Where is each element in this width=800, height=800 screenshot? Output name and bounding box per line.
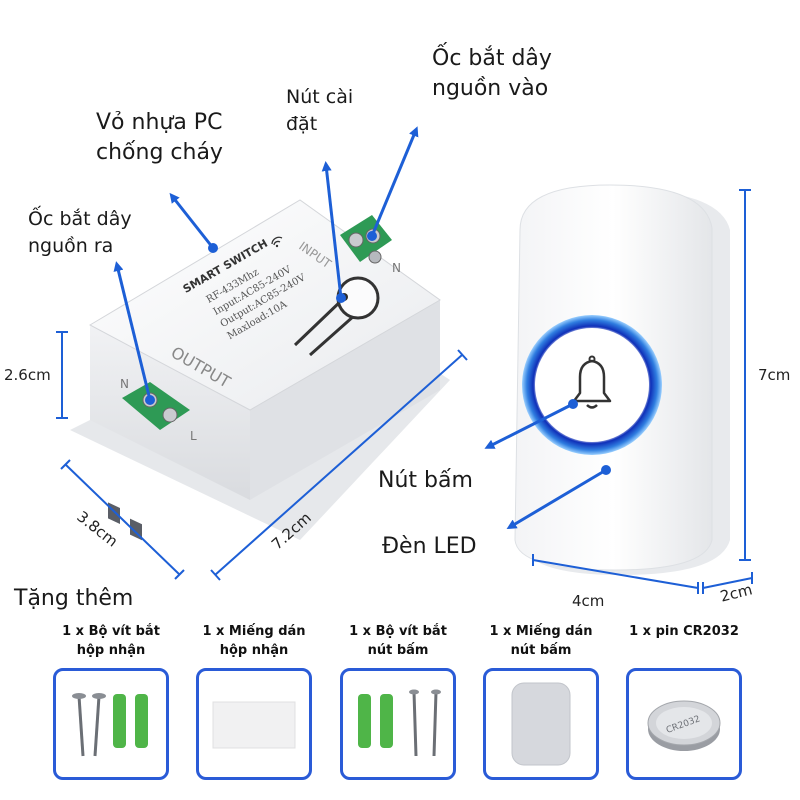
bell-icon [572, 355, 612, 409]
gift-item: 1 x Miếng dán nút bấm [476, 622, 606, 780]
dot-setup-button [336, 293, 346, 303]
gift-caption-line2: nút bấm [367, 643, 429, 658]
dim-button-width: 4cm [572, 592, 605, 610]
gift-box [53, 668, 169, 780]
coin-battery-icon: CR2032 [647, 700, 721, 751]
dim-receiver-height: 2.6cm [4, 366, 51, 384]
doorbell-button [514, 184, 730, 575]
dot-pc-shell [208, 243, 218, 253]
callout-arrows [113, 126, 607, 530]
screws-anchors-icon [72, 693, 148, 757]
callout-setup-line2: đặt [286, 113, 318, 135]
gift-caption-line1: 1 x Bộ vít bắt [349, 624, 447, 639]
screws-anchors-icon [358, 689, 441, 757]
gift-box [483, 668, 599, 780]
callout-pc-shell-line1: Vỏ nhựa PC [96, 110, 223, 135]
dot-input-terminal [367, 231, 377, 241]
dot-push-button [568, 399, 578, 409]
callout-input-line2: nguồn vào [432, 76, 549, 101]
terminal-n-output: N [120, 377, 129, 391]
callout-input-terminal: Ốc bắt dây nguồn vào [432, 44, 552, 104]
terminal-l-output: L [190, 429, 197, 443]
gift-item: 1 x Bộ vít bắt hộp nhận [46, 622, 176, 780]
callout-output-line2: nguồn ra [28, 235, 114, 257]
adhesive-pad-icon [511, 682, 571, 766]
arrow-output-terminal [113, 261, 152, 401]
arrow-pc-shell [169, 192, 215, 249]
gift-caption: 1 x Bộ vít bắt nút bấm [333, 622, 463, 662]
dot-output-terminal [145, 395, 155, 405]
gift-caption-line1: 1 x Miếng dán [202, 624, 306, 639]
gift-item: 1 x Miếng dán hộp nhận [189, 622, 319, 780]
gift-caption: 1 x Miếng dán nút bấm [476, 622, 606, 662]
callout-output-line1: Ốc bắt dây [28, 208, 132, 230]
callout-led: Đèn LED [382, 534, 477, 559]
callout-setup-button: Nút cài đặt [286, 84, 353, 138]
gift-caption: 1 x Miếng dán hộp nhận [189, 622, 319, 662]
arrow-input-terminal [370, 126, 419, 237]
press-button[interactable] [535, 328, 649, 442]
gift-caption-line2: hộp nhận [76, 643, 146, 658]
terminal-n-input: N [392, 261, 401, 275]
receiver-top-face [88, 199, 441, 411]
dot-led [601, 465, 611, 475]
gift-box [340, 668, 456, 780]
gift-caption: 1 x pin CR2032 [619, 622, 749, 662]
adhesive-pad-icon [212, 701, 296, 749]
arrow-push-button [484, 402, 574, 449]
arrow-setup-button [321, 161, 343, 299]
gift-caption-line1: 1 x Miếng dán [489, 624, 593, 639]
setup-button[interactable] [293, 276, 380, 357]
gift-caption: 1 x Bộ vít bắt hộp nhận [46, 622, 176, 662]
gift-item: 1 x pin CR2032 CR2032 [619, 622, 749, 780]
callout-output-terminal: Ốc bắt dây nguồn ra [28, 206, 132, 260]
arrow-led [506, 468, 607, 530]
gift-box [196, 668, 312, 780]
dim-button-height: 7cm [758, 366, 791, 384]
callout-pc-shell-line2: chống cháy [96, 140, 223, 165]
callout-setup-line1: Nút cài [286, 86, 354, 108]
gift-item: 1 x Bộ vít bắt nút bấm [333, 622, 463, 780]
wireless-icon [271, 236, 283, 248]
vent-slot [108, 502, 120, 524]
gift-caption-line2: hộp nhận [219, 643, 289, 658]
gift-caption-line2: nút bấm [510, 643, 572, 658]
dimension-lines [56, 189, 753, 594]
gift-caption-line1: 1 x pin CR2032 [629, 624, 739, 639]
callout-push-button: Nút bấm [378, 468, 473, 493]
callout-input-line1: Ốc bắt dây [432, 46, 552, 71]
receiver-right-side [250, 300, 440, 500]
callout-pc-shell: Vỏ nhựa PC chống cháy [96, 108, 223, 168]
receiver-box: SMART SWITCH RF-433Mhz Input:AC85-240V O… [70, 199, 450, 541]
gift-caption-line1: 1 x Bộ vít bắt [62, 624, 160, 639]
gift-box: CR2032 [626, 668, 742, 780]
gifts-title: Tặng thêm [14, 586, 134, 611]
